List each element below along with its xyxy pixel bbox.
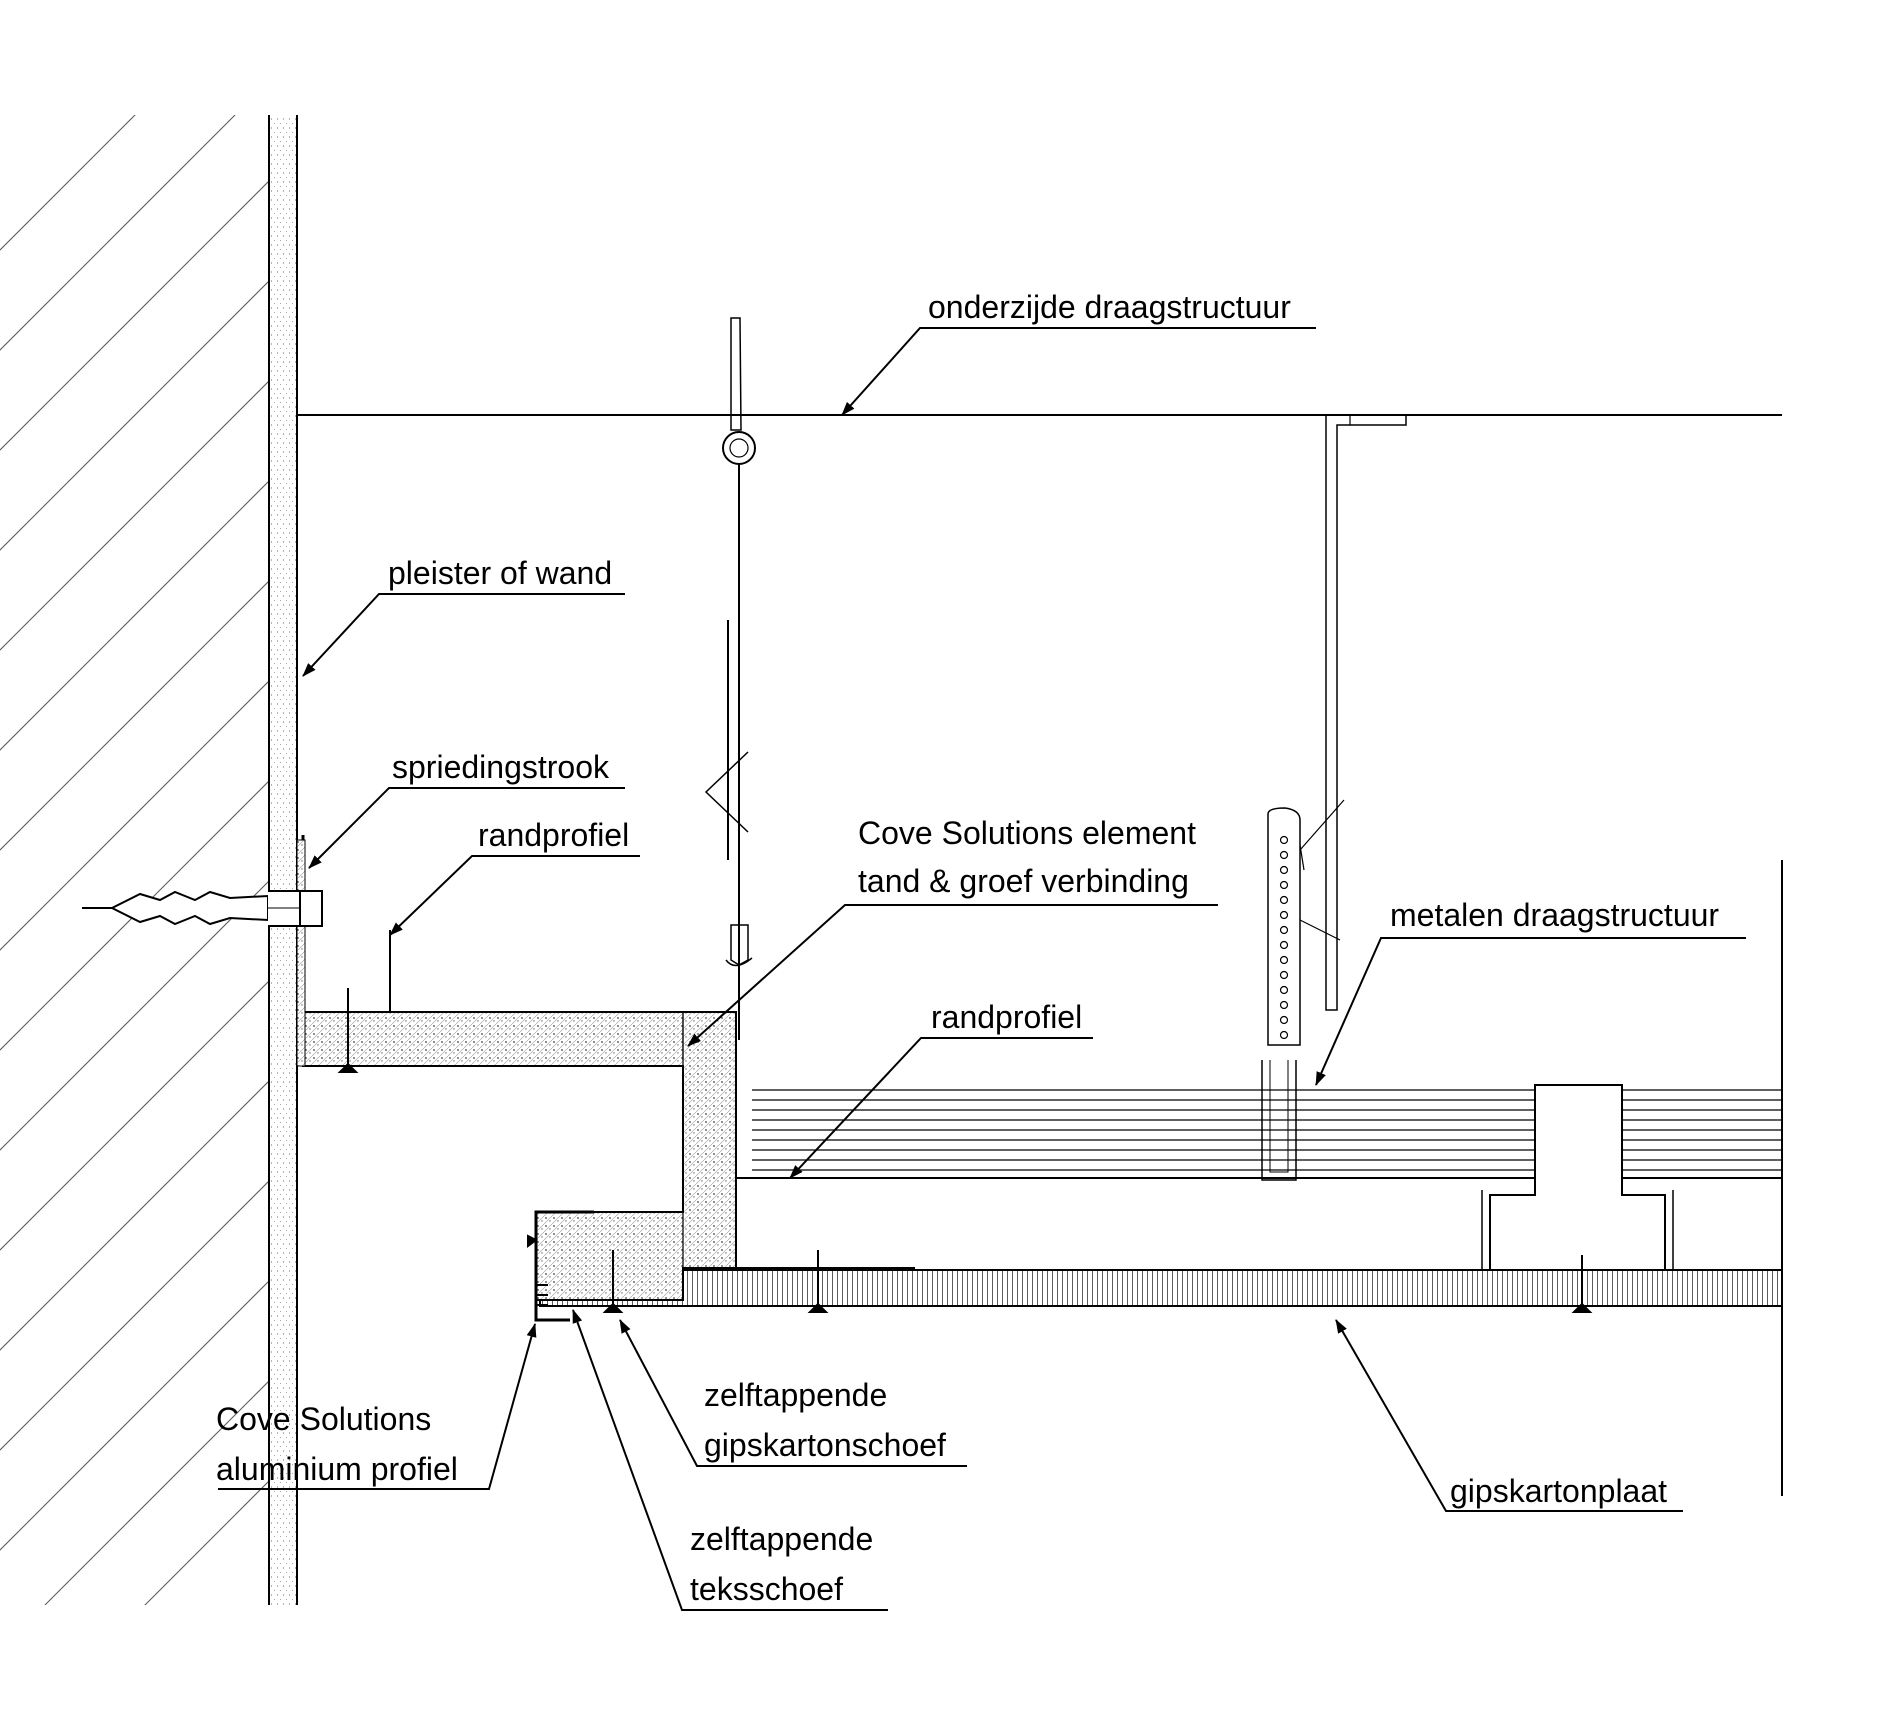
screws: [337, 988, 1593, 1313]
label-cove-alu-line1: Cove Solutions: [216, 1401, 431, 1437]
leader-lines: [218, 327, 1746, 1611]
label-gips-schroef-line2: gipskartonschoef: [704, 1427, 946, 1463]
hanger-holes: [1279, 835, 1289, 1040]
wall-hatching: [0, 115, 268, 1605]
label-onderzijde-draagstructuur: onderzijde draagstructuur: [928, 289, 1291, 325]
label-metalen-draagstructuur: metalen draagstructuur: [1390, 897, 1719, 933]
hanger-rod: [704, 317, 756, 1040]
label-randprofiel-mid: randprofiel: [931, 999, 1082, 1035]
vertical-hanger: [1261, 414, 1407, 1181]
metal-support-lines: [752, 1089, 1782, 1179]
plaster-layer: [269, 115, 296, 1605]
label-teks-schroef-line1: zelftappende: [690, 1521, 873, 1557]
label-pleister-of-wand: pleister of wand: [388, 555, 612, 591]
label-gipskartonplaat: gipskartonplaat: [1450, 1473, 1667, 1509]
label-cove-element-line2: tand & groef verbinding: [858, 863, 1189, 899]
wall-anchor: [82, 890, 323, 927]
label-randprofiel-top: randprofiel: [478, 817, 629, 853]
cove-element: [302, 1011, 737, 1301]
plasterboard: [539, 1269, 1783, 1307]
label-cove-alu-line2: aluminium profiel: [216, 1451, 458, 1487]
hat-profile: [1481, 1084, 1674, 1279]
separation-strip: [296, 839, 306, 1067]
label-gips-schroef-line1: zelftappende: [704, 1377, 887, 1413]
label-cove-element-line1: Cove Solutions element: [858, 815, 1196, 851]
label-spriedingstrook: spriedingstrook: [392, 749, 610, 785]
aluminium-profile: [527, 1210, 594, 1322]
label-teks-schroef-line2: teksschoef: [690, 1571, 843, 1607]
